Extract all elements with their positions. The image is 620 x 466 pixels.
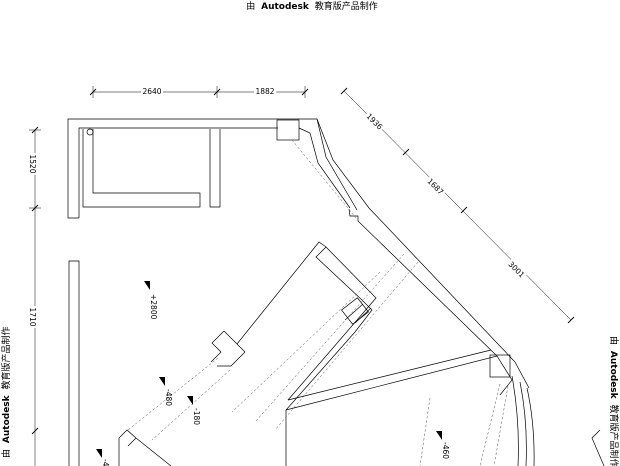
outer-wall-diagonal: [316, 118, 530, 389]
room-central: [210, 241, 377, 466]
beam-lines: [127, 253, 419, 441]
room-upper-left: [67, 118, 358, 219]
watermark-prefix: 由: [246, 0, 255, 12]
level-4-label: -460: [441, 442, 450, 459]
level-marker-1: +2800: [144, 281, 158, 320]
wall-left-lower: [68, 260, 80, 466]
level-5-label: -4: [101, 459, 110, 466]
dim-left-1-label: 1520: [28, 154, 37, 173]
watermark-right: 由 Autodesk 教育版产品制作: [608, 336, 620, 466]
watermark-top: 由 Autodesk 教育版产品制作: [246, 0, 378, 12]
level-2-label: -480: [164, 389, 173, 406]
svg-text:由 Autodesk 教育版产品制作: 由 Autodesk 教育版产品制作: [0, 326, 12, 458]
level-1-label: +2800: [149, 294, 158, 320]
watermark-left-suffix: 教育版产品制作: [0, 326, 12, 389]
room-lower: [118, 349, 605, 466]
watermark-right-prefix: 由: [608, 336, 620, 345]
watermark-left: 由 Autodesk 教育版产品制作: [0, 326, 12, 458]
watermark-left-brand: Autodesk: [2, 394, 12, 443]
svg-text:由 Autodesk 教育版产品制作: 由 Autodesk 教育版产品制作: [608, 336, 620, 466]
dimension-left: 1520 1710: [28, 126, 41, 466]
dim-top-left-label: 2640: [142, 87, 161, 96]
watermark-right-brand: Autodesk: [608, 351, 618, 400]
dim-top-mid-label: 1882: [255, 87, 274, 96]
dimension-top: 2640 1882: [89, 86, 309, 98]
level-marker-4: -460: [436, 431, 450, 459]
level-3-label: -180: [192, 408, 201, 425]
dim-left-2-label: 1710: [28, 307, 37, 326]
watermark-right-suffix: 教育版产品制作: [608, 405, 620, 466]
level-marker-2: -480: [159, 377, 173, 406]
watermark-brand: Autodesk: [261, 2, 310, 12]
watermark-suffix: 教育版产品制作: [315, 0, 378, 12]
level-marker-3: -180: [187, 396, 201, 425]
watermark-left-prefix: 由: [0, 449, 12, 458]
dimension-diagonal: 1936 1687 3001: [340, 87, 575, 324]
level-marker-5: -4: [96, 449, 110, 466]
